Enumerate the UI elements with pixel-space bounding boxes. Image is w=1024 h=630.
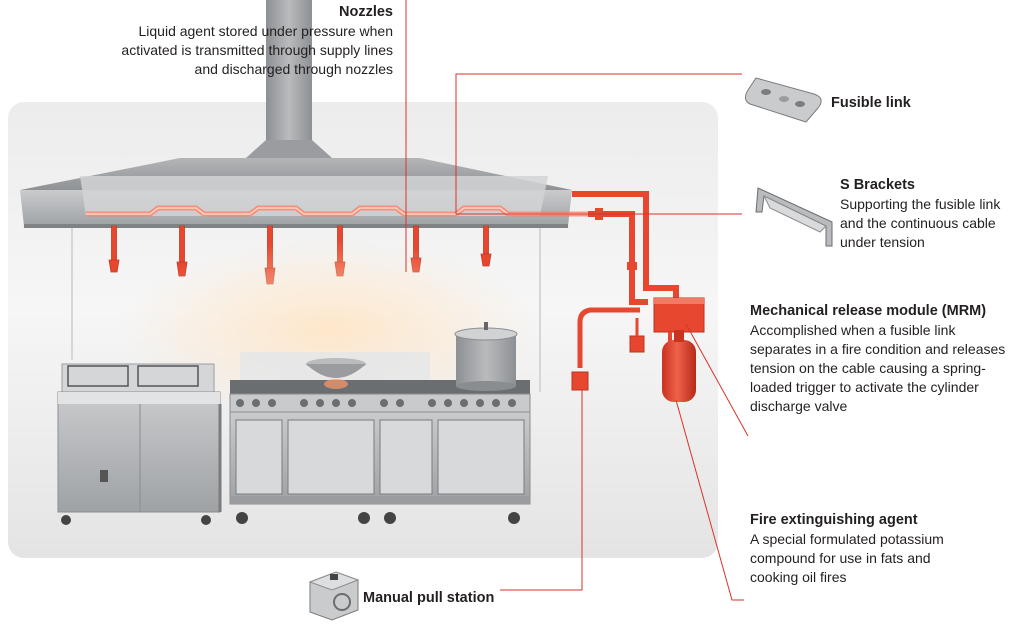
pull-station-line [577,307,640,368]
mrm-description: Accomplished when a fusible link separat… [750,322,1006,414]
mrm-callout: Mechanical release module (MRM) Accompli… [750,302,1020,416]
mrm-leader [685,323,749,437]
cooking-glow [120,240,540,420]
nozzles-description: Liquid agent stored under pressure when … [121,23,393,77]
fusible-link-title: Fusible link [831,95,911,111]
agent-leader [675,399,744,601]
nozzles-callout: Nozzles Liquid agent stored under pressu… [113,3,393,79]
manual-pull-station-image [308,571,360,621]
agent-description: A special formulated potassium compound … [750,531,944,585]
fusible-link-callout: Fusible link [831,94,911,113]
exhaust-duct [246,0,332,158]
leader-lines [405,0,749,601]
mrm-title: Mechanical release module (MRM) [750,303,987,319]
nozzles-title: Nozzles [339,4,393,20]
range-oven [229,352,531,524]
fusible-link-image [744,77,822,123]
mrm-valve-box [629,335,645,353]
pull-station-title: Manual pull station [363,590,495,606]
agent-cylinder [662,330,696,402]
distribution-pipe [86,205,588,217]
s-brackets-callout: S Brackets Supporting the fusible link a… [840,176,1018,252]
fryer-unit [57,363,222,525]
pull-station-callout: Manual pull station [363,589,494,608]
nozzle [480,225,492,267]
stock-pot [454,322,518,391]
s-brackets-description: Supporting the fusible link and the cont… [840,196,1001,250]
pull-station-leader [500,390,583,591]
pull-station-box [571,371,589,391]
s-brackets-title: S Brackets [840,177,915,193]
wok [306,358,366,389]
fusible-link-leader [455,73,742,214]
mrm-module [653,297,705,344]
nozzle [108,225,120,273]
s-bracket-image [755,187,833,247]
agent-title: Fire extinguishing agent [750,512,918,528]
agent-callout: Fire extinguishing agent A special formu… [750,511,965,587]
